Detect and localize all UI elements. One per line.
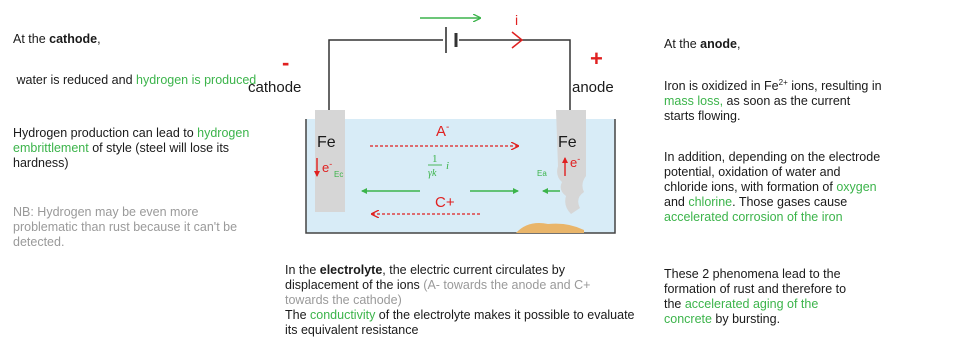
anode-title: At the anode, — [664, 37, 741, 51]
cathode-embrittlement-text: Hydrogen production can lead to hydrogen… — [13, 126, 250, 170]
anode-gas-text: In addition, depending on the electrode … — [664, 150, 881, 224]
anode-oxidation-text: Iron is oxidized in Fe2+ ions, resulting… — [664, 78, 882, 124]
cathode-electron-label: e- — [322, 159, 332, 175]
sediment — [516, 223, 584, 233]
fraction-numerator: 1 — [432, 153, 438, 165]
anion-label: A- — [436, 122, 449, 140]
anode-label: anode — [572, 79, 614, 96]
cation-label: C+ — [435, 194, 455, 211]
current-arrow — [511, 31, 524, 49]
ec-label: Ec — [334, 170, 343, 179]
minus-sign: - — [282, 50, 289, 75]
fraction-denominator: γk — [428, 168, 437, 179]
cathode-electrode — [315, 110, 345, 212]
electrolyte-text: In the electrolyte, the electric current… — [285, 263, 635, 337]
anode-electron-label: e- — [570, 154, 580, 170]
cathode-reduction-text: water is reduced and hydrogen is produce… — [16, 73, 257, 87]
tank-outline — [305, 119, 616, 234]
fraction-variable: i — [446, 160, 449, 172]
cathode-nb-text: NB: Hydrogen may be even more problemati… — [13, 205, 238, 249]
fe-label-anode: Fe — [558, 134, 577, 151]
current-label: i — [515, 12, 518, 28]
cathode-title: At the cathode, — [13, 32, 101, 46]
fe-label-cathode: Fe — [317, 134, 336, 151]
circuit-wire — [328, 39, 571, 110]
anode-electrode — [556, 110, 586, 214]
anode-rust-text: These 2 phenomena lead to the formation … — [664, 267, 847, 326]
plus-sign: + — [590, 46, 603, 71]
cathode-label: cathode — [248, 79, 301, 96]
ea-label: Ea — [537, 169, 547, 178]
